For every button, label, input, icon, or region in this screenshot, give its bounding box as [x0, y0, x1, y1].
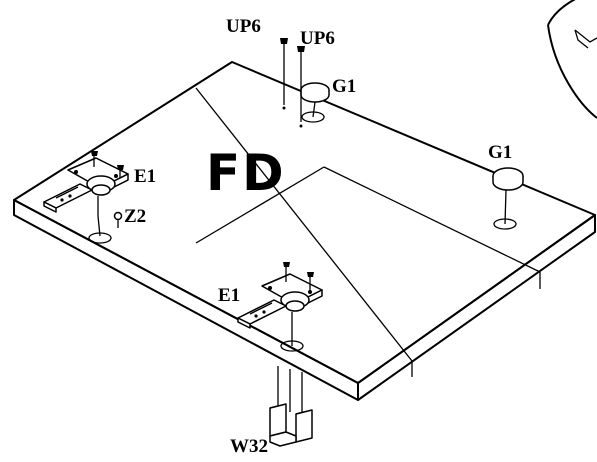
label-e1-bottom: E1 — [218, 285, 240, 306]
up6-screw-left — [280, 38, 288, 110]
label-up6-left: UP6 — [226, 16, 261, 37]
e1-hinge-bottom — [237, 262, 323, 346]
label-up6-right: UP6 — [300, 28, 335, 49]
panel-marking: FD — [206, 144, 286, 202]
g1-cap-top — [300, 82, 330, 118]
label-g1-right: G1 — [488, 142, 512, 163]
z2-screw — [113, 211, 123, 228]
up6-screw-right — [297, 46, 305, 128]
e1-hinge-left — [43, 151, 129, 237]
label-w32: W32 — [230, 436, 268, 457]
detail-magnifier — [547, 0, 597, 119]
w32-plate — [269, 366, 313, 447]
label-e1-left: E1 — [134, 166, 156, 187]
g1-cap-right — [492, 167, 524, 225]
board-panel — [13, 61, 596, 401]
label-z2: Z2 — [124, 206, 146, 227]
label-g1-top: G1 — [332, 76, 356, 97]
holes — [88, 111, 517, 352]
